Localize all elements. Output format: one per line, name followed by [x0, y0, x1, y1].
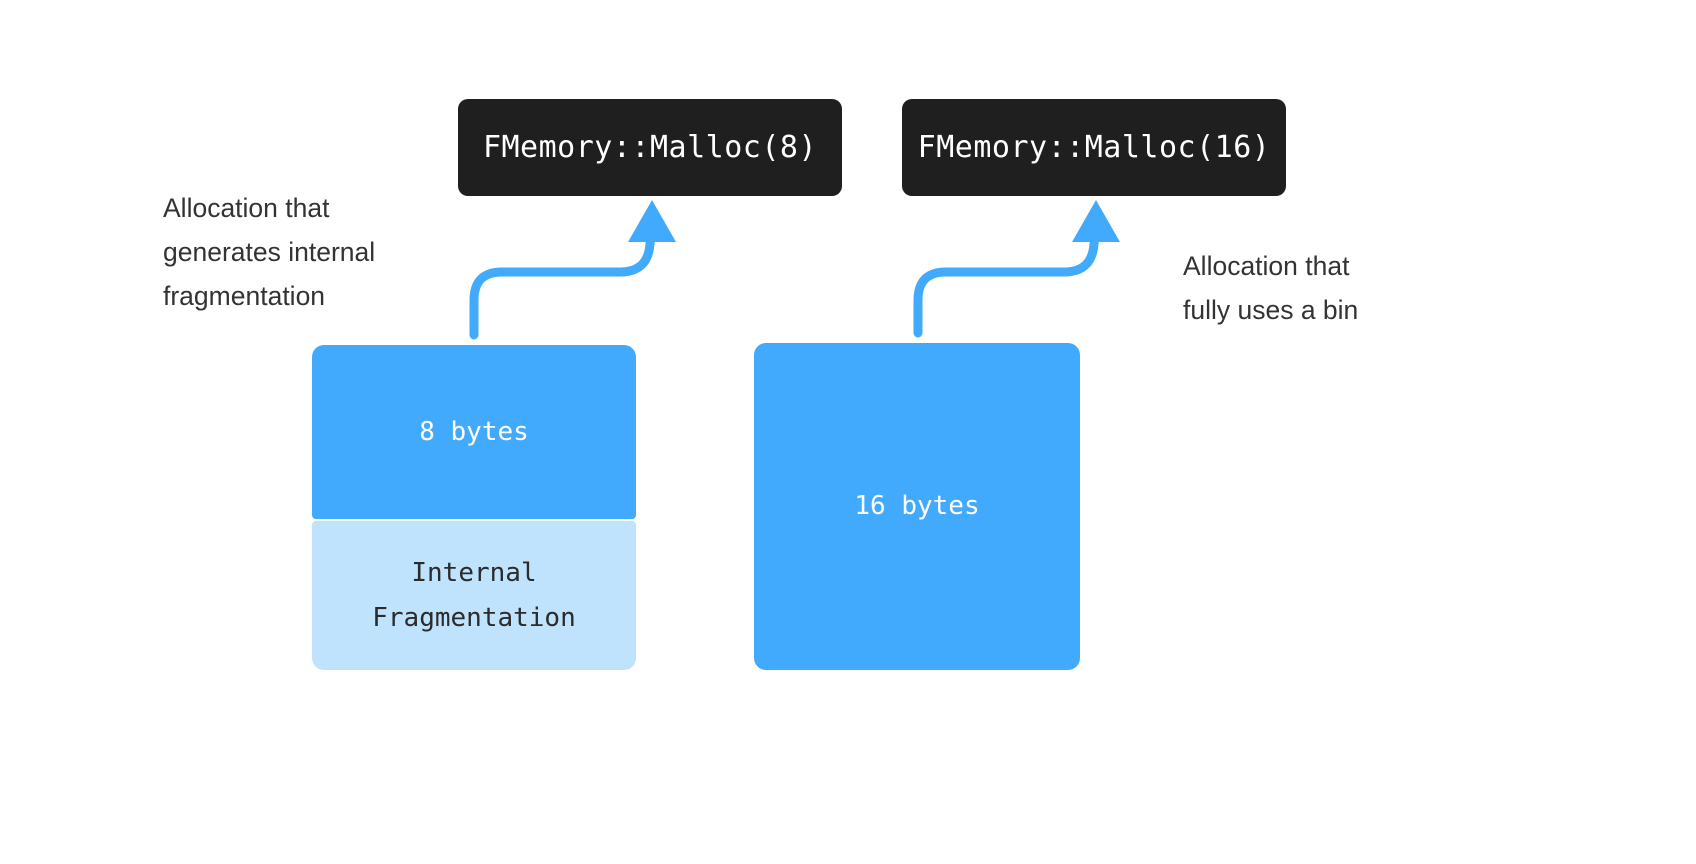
memory-block-8-bytes: 8 bytes — [312, 345, 636, 519]
code-chip-malloc-8: FMemory::Malloc(8) — [458, 99, 842, 196]
code-chip-malloc-16: FMemory::Malloc(16) — [902, 99, 1286, 196]
arrow-right — [913, 200, 1120, 338]
arrow-right-head — [1072, 200, 1120, 242]
annotation-left-text: Allocation that generates internal fragm… — [163, 193, 376, 311]
arrow-left-head — [628, 200, 676, 242]
memory-block-internal-fragmentation: Internal Fragmentation — [312, 521, 636, 670]
annotation-right-text: Allocation that fully uses a bin — [1183, 251, 1359, 325]
arrow-left — [469, 200, 676, 340]
memory-block-16-bytes: 16 bytes — [754, 343, 1080, 670]
